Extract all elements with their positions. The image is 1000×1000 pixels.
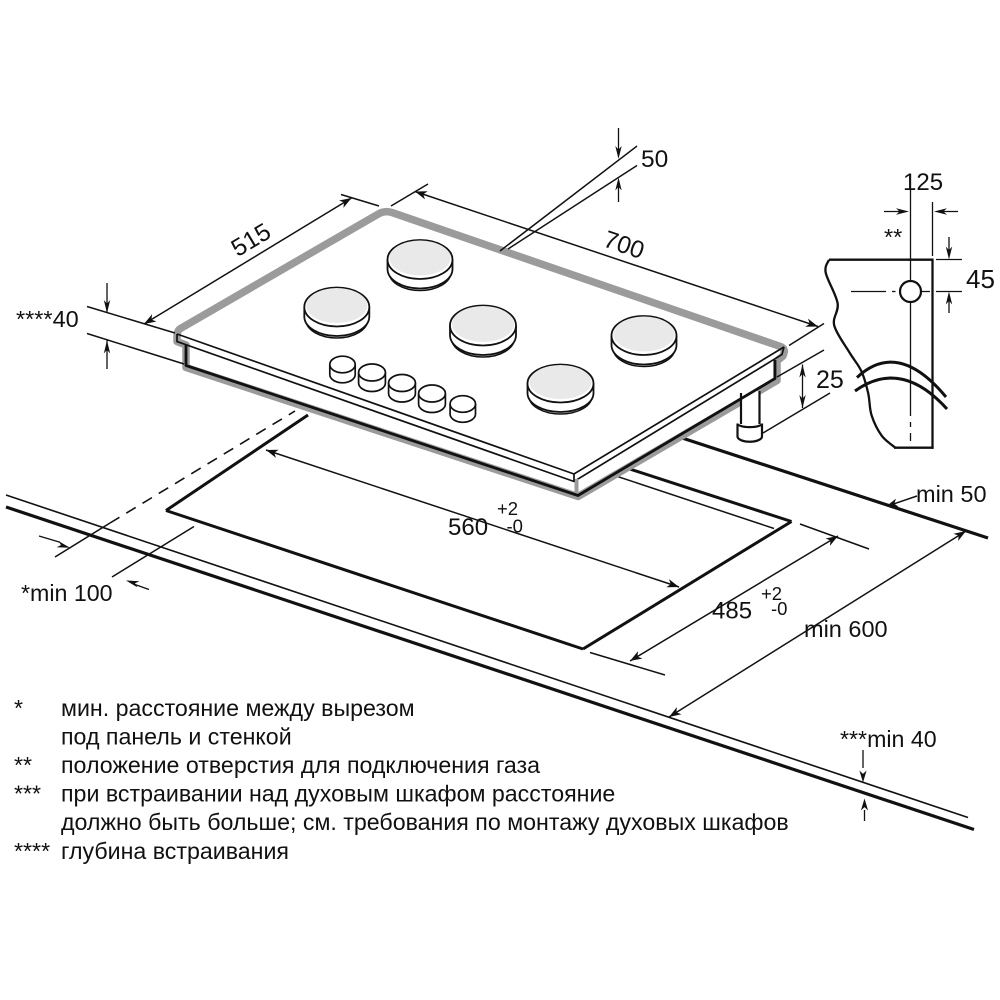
svg-text:min 600: min 600	[804, 616, 888, 642]
svg-text:мин. расстояние между вырезом: мин. расстояние между вырезом	[61, 695, 415, 721]
svg-text:+2: +2	[761, 583, 782, 604]
svg-text:под панель и стенкой: под панель и стенкой	[61, 724, 292, 750]
svg-text:45: 45	[966, 264, 995, 294]
svg-text:***: ***	[14, 781, 41, 807]
svg-text:должно быть больше; см. требов: должно быть больше; см. требования по мо…	[61, 809, 789, 835]
svg-text:485: 485	[712, 598, 752, 625]
svg-text:-0: -0	[771, 598, 787, 619]
svg-text:*min 100: *min 100	[21, 580, 113, 606]
svg-text:-0: -0	[507, 516, 523, 537]
svg-text:50: 50	[641, 146, 668, 173]
svg-text:+2: +2	[497, 498, 518, 519]
svg-text:положение отверстия для подклю: положение отверстия для подключения газа	[61, 752, 540, 778]
svg-text:****: ****	[14, 838, 50, 864]
svg-text:*: *	[14, 695, 23, 721]
svg-text:**: **	[14, 752, 32, 778]
svg-text:560: 560	[448, 514, 488, 541]
svg-text:глубина встраивания: глубина встраивания	[61, 838, 289, 864]
svg-text:при встраивании над духовым шк: при встраивании над духовым шкафом расст…	[61, 781, 615, 807]
svg-text:**: **	[884, 224, 902, 250]
svg-text:***min 40: ***min 40	[840, 726, 937, 752]
svg-text:25: 25	[816, 366, 844, 394]
svg-text:****40: ****40	[16, 306, 79, 332]
svg-text:min 50: min 50	[916, 481, 987, 507]
svg-text:125: 125	[903, 169, 943, 196]
